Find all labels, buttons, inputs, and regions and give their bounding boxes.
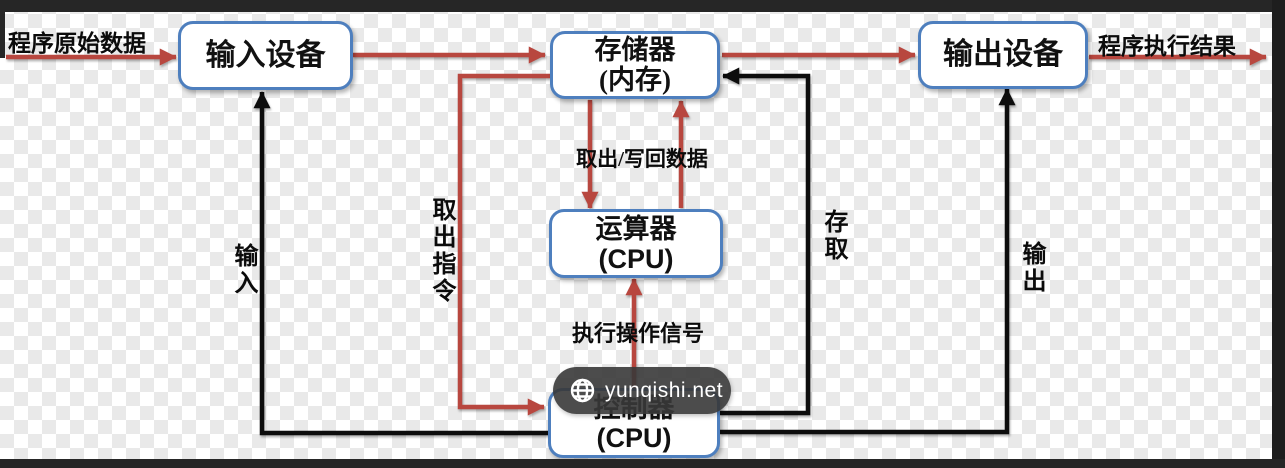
node-memory-label: 存储器 [594,35,676,65]
arrow-input-control [253,91,548,436]
node-alu-sublabel: (CPU) [598,243,674,274]
left-frame-strip [0,0,5,58]
node-output-device-label: 输出设备 [943,38,1063,71]
node-memory: 存储器 (内存) [550,31,720,99]
node-output-device: 输出设备 [918,21,1088,89]
watermark-text: yunqishi.net [605,378,724,402]
top-frame-bar [0,0,1272,12]
label-output: 输出 [1018,241,1044,295]
label-program-raw-data: 程序原始数据 [8,31,146,56]
bottom-frame-bar [0,459,1285,468]
label-access: 存取 [820,209,846,263]
node-memory-sublabel: (内存) [599,65,671,95]
arrow-output-control [720,88,1016,435]
watermark-badge: yunqishi.net [553,367,731,414]
node-alu: 运算器 (CPU) [549,209,723,278]
node-input-device: 输入设备 [178,21,353,90]
right-frame-strip [1272,0,1285,468]
label-input: 输入 [230,243,256,297]
arrow-fetch-instruction [457,73,550,416]
arrow-memory-access [720,67,811,416]
node-alu-label: 运算器 [595,213,677,244]
label-fetch-writeback-data: 取出/写回数据 [576,147,708,171]
label-program-exec-result: 程序执行结果 [1098,34,1236,59]
label-execute-signal: 执行操作信号 [571,321,704,346]
label-fetch-instruction: 取出指令 [428,197,454,305]
globe-icon [570,378,595,403]
node-controller-sublabel: (CPU) [596,423,672,453]
node-input-device-label: 输入设备 [205,38,326,72]
